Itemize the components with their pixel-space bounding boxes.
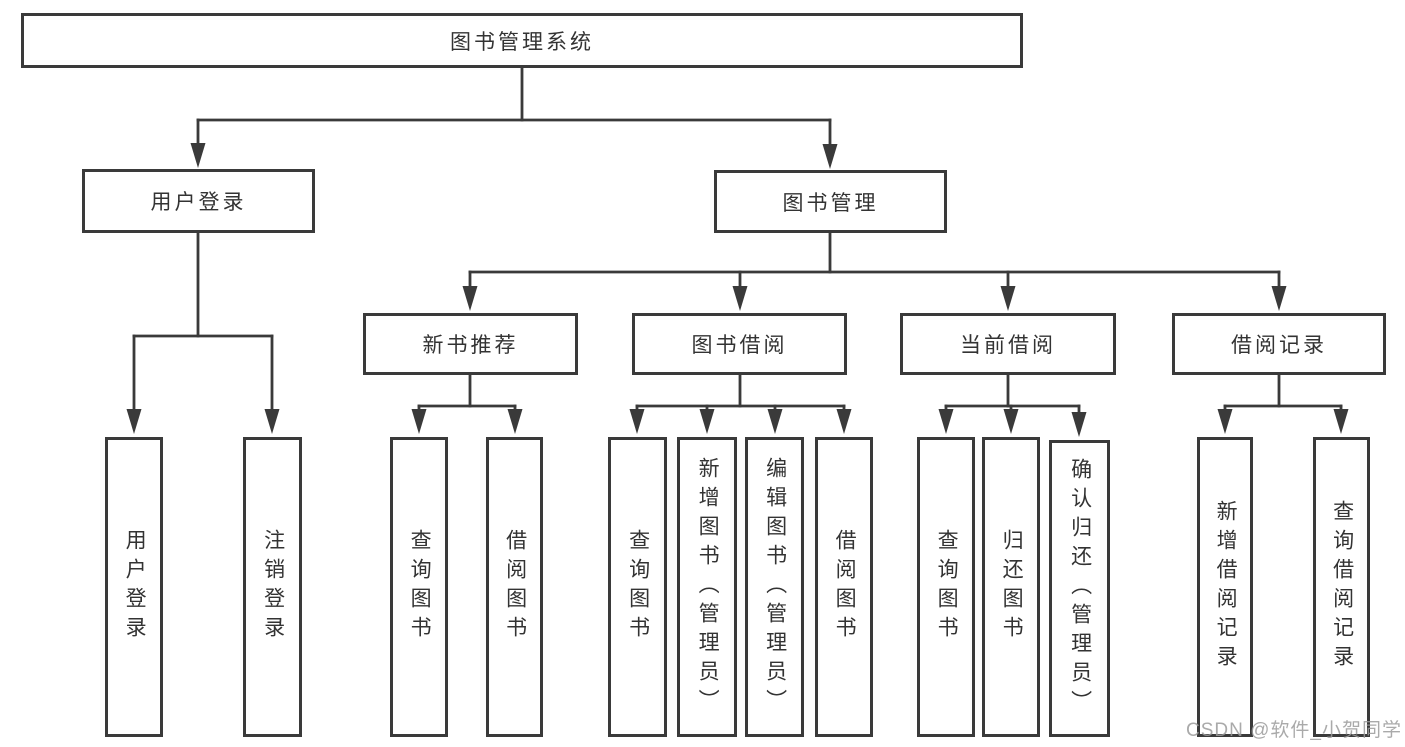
node-label: 新书推荐: [422, 334, 519, 357]
connector-arrowhead: [822, 144, 838, 169]
node-label: 当前借阅: [960, 334, 1056, 357]
node-logout: 注销登录: [243, 437, 302, 737]
node-label: 注销登录: [261, 529, 285, 645]
node-return-books: 归还图书: [982, 437, 1040, 737]
connector-arrowhead: [699, 409, 715, 434]
connector-arrowhead: [767, 409, 783, 434]
connector-arrowhead: [264, 409, 280, 434]
connector-arrowhead: [1003, 409, 1019, 434]
connector-arrowhead: [732, 286, 748, 311]
node-newbook-borrow-books: 借阅图书: [486, 437, 543, 737]
node-current-query-books: 查询图书: [917, 437, 975, 737]
node-user-login: 用户登录: [82, 169, 315, 233]
connector-arrowhead: [629, 409, 645, 434]
node-newbook-query-books: 查询图书: [390, 437, 448, 737]
node-label: 新增借阅记录: [1214, 500, 1238, 674]
connector-arrowhead: [462, 286, 478, 311]
node-label: 查询借阅记录: [1330, 500, 1354, 674]
connector-arrowhead: [1071, 412, 1087, 437]
node-add-borrow-record: 新增借阅记录: [1197, 437, 1253, 737]
connector-arrowhead: [1000, 286, 1016, 311]
node-add-books-admin: 新增图书（管理员）: [677, 437, 737, 737]
node-current-borrow: 当前借阅: [900, 313, 1116, 375]
node-label: 查询图书: [935, 529, 959, 645]
node-label: 图书管理: [782, 191, 879, 215]
connector-arrowhead: [1217, 409, 1233, 434]
connector-arrowhead: [190, 143, 206, 168]
node-borrow-query-books: 查询图书: [608, 437, 667, 737]
node-confirm-return-admin: 确认归还（管理员）: [1049, 440, 1110, 737]
node-label: 编辑图书（管理员）: [763, 456, 787, 718]
connector-arrowhead: [1333, 409, 1349, 434]
connector-arrowhead: [411, 409, 427, 434]
node-label: 借阅图书: [833, 529, 857, 645]
node-book-management: 图书管理: [714, 170, 947, 233]
node-borrow-books: 借阅图书: [815, 437, 873, 737]
node-label: 查询图书: [408, 529, 432, 645]
node-label: 借阅记录: [1231, 334, 1327, 357]
node-label: 借阅图书: [503, 529, 527, 645]
node-label: 归还图书: [1000, 529, 1024, 645]
csdn-watermark: CSDN @软件_小贺同学: [1186, 720, 1402, 741]
node-label: 确认归还（管理员）: [1068, 458, 1092, 719]
connector-arrowhead: [836, 409, 852, 434]
node-borrow-records: 借阅记录: [1172, 313, 1386, 375]
node-label: 用户登录: [123, 529, 147, 645]
node-label: 新增图书（管理员）: [696, 456, 720, 718]
node-edit-books-admin: 编辑图书（管理员）: [745, 437, 804, 737]
connector-arrowhead: [1271, 286, 1287, 311]
node-label: 图书管理系统: [450, 30, 594, 54]
node-user-login-leaf: 用户登录: [105, 437, 163, 737]
node-book-borrow: 图书借阅: [632, 313, 847, 375]
node-label: 图书借阅: [691, 334, 788, 357]
node-label: 用户登录: [150, 191, 247, 214]
connector-arrowhead: [938, 409, 954, 434]
connector-arrowhead: [126, 409, 142, 434]
node-library-management-system: 图书管理系统: [21, 13, 1023, 68]
node-query-borrow-record: 查询借阅记录: [1313, 437, 1370, 737]
connector-arrowhead: [507, 409, 523, 434]
node-new-book-recommend: 新书推荐: [363, 313, 578, 375]
node-label: 查询图书: [626, 529, 650, 645]
